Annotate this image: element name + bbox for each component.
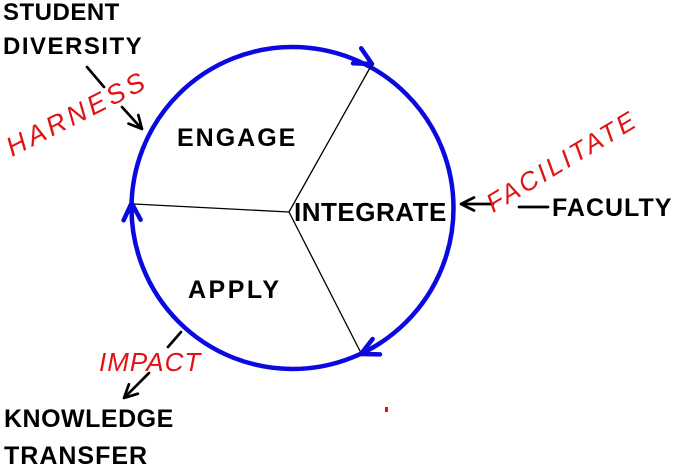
arrow-faculty-to-circle xyxy=(459,196,550,212)
label-knowledge-transfer-line2: TRANSFER xyxy=(4,442,148,470)
sector-label-engage: ENGAGE xyxy=(177,124,297,152)
label-faculty: FACULTY xyxy=(552,194,672,222)
sector-label-integrate: INTEGRATE xyxy=(294,197,447,227)
arrow-student-diversity-to-circle xyxy=(85,65,144,131)
flow-arrowhead-left xyxy=(121,200,143,223)
arrowhead-icon xyxy=(459,196,476,212)
red-speck xyxy=(385,407,388,412)
arrowhead-icon xyxy=(127,113,144,131)
sector-divider-top xyxy=(288,65,372,213)
arrow-circle-to-knowledge-transfer xyxy=(122,330,183,400)
sector-label-apply: APPLY xyxy=(188,276,282,304)
arrow-segment xyxy=(85,65,106,89)
label-student-diversity-line2: DIVERSITY xyxy=(3,33,143,60)
label-knowledge-transfer-line1: KNOWLEDGE xyxy=(4,405,174,433)
label-student-diversity-line1: STUDENT xyxy=(3,0,120,26)
sector-divider-left xyxy=(133,203,290,213)
arrow-segment xyxy=(124,371,151,398)
arrow-segment xyxy=(120,105,143,130)
flow-arrowhead-top xyxy=(350,46,375,67)
arrowhead-icon xyxy=(122,382,140,400)
action-label-impact: IMPACT xyxy=(99,347,202,377)
sector-divider-bottom xyxy=(288,211,362,354)
action-label-harness: HARNESS xyxy=(1,65,153,162)
flow-arrowhead-bottom xyxy=(358,336,383,357)
arrow-segment xyxy=(166,330,183,349)
